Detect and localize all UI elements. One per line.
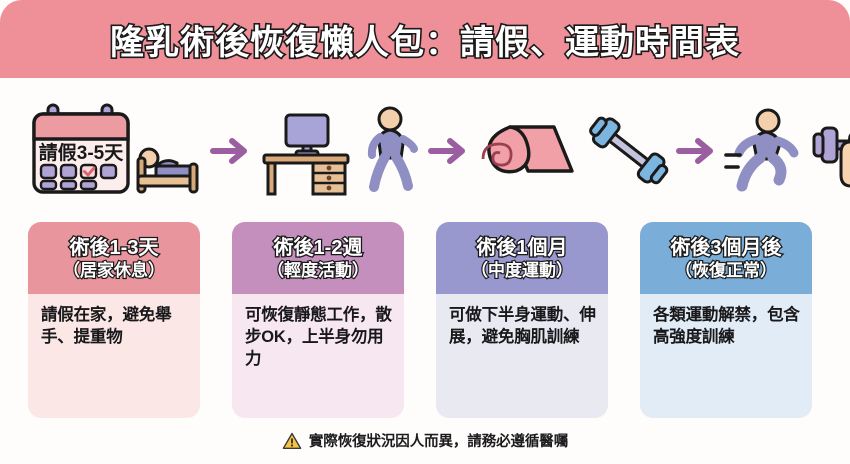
card-body-text: 可恢復靜態工作，散步OK，上半身勿用力 [245,306,392,368]
arrow-2 [422,101,476,201]
card-stage-1-2-weeks[interactable]: 術後1-2週 （輕度活動） 可恢復靜態工作，散步OK，上半身勿用力 [232,222,404,418]
walking-person-icon [367,106,418,192]
calendar-label: 請假3-5天 [39,141,124,164]
calendar-icon: 請假3-5天 [32,103,130,194]
card-body-text: 可做下半身運動、伸展，避免胸肌訓練 [449,306,596,346]
footer-disclaimer: 實際恢復狀況因人而異，請務必遵循醫囑 [0,430,850,451]
stage-cards: 術後1-3天 （居家休息） 請假在家，避免舉手、提重物 術後1-2週 （輕度活動… [28,222,822,418]
card-body: 請假在家，避免舉手、提重物 [28,294,200,418]
footer-text: 實際恢復狀況因人而異，請務必遵循醫囑 [308,434,569,450]
hand-barbell-icon [812,126,850,188]
desk-computer-icon [262,113,350,196]
card-subtitle: （恢復正常） [674,259,778,280]
bed-icon [136,147,199,194]
card-stage-1-3-days[interactable]: 術後1-3天 （居家休息） 請假在家，避免舉手、提重物 [28,222,200,418]
card-title: 術後3個月後 [669,236,783,261]
title-banner: 隆乳術後恢復懶人包：請假、運動時間表 [0,0,850,78]
card-title: 術後1個月 [475,236,569,261]
icon-group-moderate-exercise [476,101,670,201]
card-body: 可恢復靜態工作，散步OK，上半身勿用力 [232,294,404,418]
card-header: 術後1-3天 （居家休息） [28,222,200,294]
running-person-icon [724,108,799,192]
arrow-1 [204,101,258,201]
icon-timeline-row: 請假3-5天 [0,92,850,210]
arrow-right-icon [676,138,713,164]
card-body-text: 請假在家，避免舉手、提重物 [41,306,172,346]
icon-group-full-recovery [724,101,850,201]
icon-group-rest-at-home: 請假3-5天 [26,101,204,201]
card-subtitle: （居家休息） [62,259,166,280]
card-title: 術後1-3天 [68,236,160,261]
arrow-3 [670,101,724,201]
card-header: 術後3個月後 （恢復正常） [640,222,812,294]
card-body: 各類運動解禁，包含高強度訓練 [640,294,812,418]
card-header: 術後1-2週 （輕度活動） [232,222,404,294]
page-title: 隆乳術後恢復懶人包：請假、運動時間表 [108,22,740,63]
card-stage-1-month[interactable]: 術後1個月 （中度運動） 可做下半身運動、伸展，避免胸肌訓練 [436,222,608,418]
dumbbell-icon [589,116,669,185]
arrow-right-icon [210,138,247,164]
card-subtitle: （輕度活動） [266,259,370,280]
card-subtitle: （中度運動） [470,259,574,280]
yoga-mat-icon [481,125,574,174]
card-stage-3-months[interactable]: 術後3個月後 （恢復正常） 各類運動解禁，包含高強度訓練 [640,222,812,418]
card-body-text: 各類運動解禁，包含高強度訓練 [653,306,800,346]
arrow-right-icon [428,138,465,164]
icon-group-light-activity [258,101,422,201]
card-body: 可做下半身運動、伸展，避免胸肌訓練 [436,294,608,418]
card-header: 術後1個月 （中度運動） [436,222,608,294]
card-title: 術後1-2週 [272,236,364,261]
warning-triangle-icon [282,432,302,449]
